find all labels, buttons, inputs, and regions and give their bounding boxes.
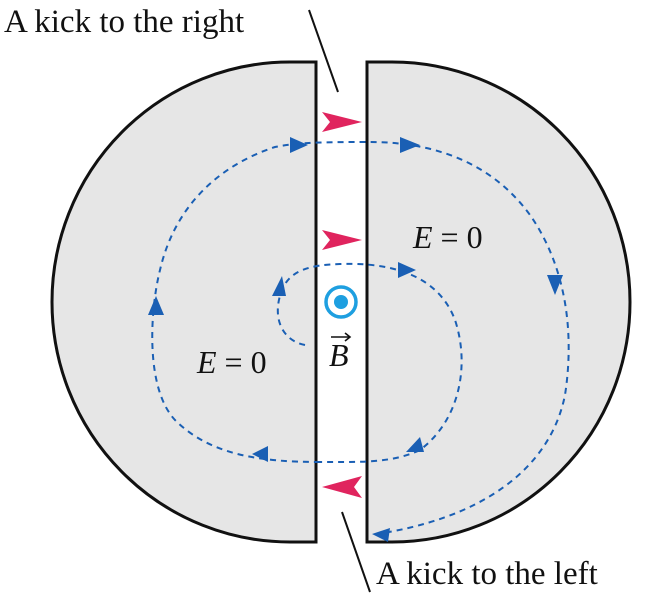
right-dee [365, 60, 632, 544]
magnetic-field-label: B [329, 332, 352, 373]
arrow-head-icon [400, 137, 420, 153]
field-value: = 0 [217, 344, 267, 380]
left-dee-field-label: E = 0 [196, 344, 267, 380]
arrow-head-icon [290, 137, 308, 153]
arrow-head-icon [547, 275, 563, 295]
field-symbol: E [412, 219, 433, 255]
spiral-outer-turn [151, 140, 570, 536]
callout-kick-left: A kick to the left [376, 556, 598, 592]
magnetic-field-symbol: B [329, 337, 349, 373]
arrow-head-icon [252, 446, 268, 462]
arrow-head-icon [398, 262, 416, 278]
arrow-head-icon [372, 528, 390, 542]
kick-arrows [322, 112, 362, 498]
kick-right-arrow-middle [322, 230, 362, 250]
kick-right-arrow-upper [322, 112, 362, 132]
field-symbol: E [196, 344, 217, 380]
magnetic-field-out-of-page-icon [324, 285, 358, 319]
arrow-head-icon [406, 437, 424, 452]
field-value: = 0 [433, 219, 483, 255]
callout-kick-right: A kick to the right [4, 4, 244, 40]
arrow-head-icon [272, 276, 286, 296]
path-direction-arrows [148, 137, 563, 542]
vector-arrow-icon [331, 332, 352, 342]
callout-leader-top [308, 9, 339, 93]
left-dee [50, 60, 318, 544]
kick-left-arrow [322, 476, 362, 498]
arrow-head-icon [148, 296, 164, 315]
callout-leader-bottom [341, 511, 371, 593]
right-dee-field-label: E = 0 [412, 219, 483, 255]
